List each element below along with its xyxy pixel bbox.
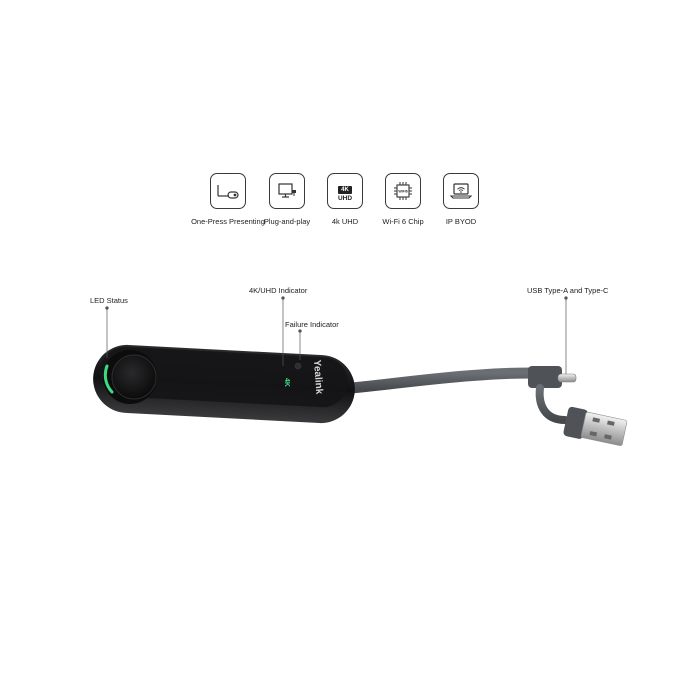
- feature-row: One-Press Presenting Plug-and-play 4K UH…: [0, 0, 700, 240]
- uhd-indicator-label: 4K/UHD Indicator: [249, 286, 308, 295]
- brand-logo: Yealink: [311, 359, 324, 395]
- main-cable: [324, 367, 540, 396]
- chip-text: WIFI6: [398, 189, 407, 193]
- feature-ip-byod: IP BYOD: [416, 173, 506, 226]
- feature-label: 4k UHD: [331, 217, 359, 226]
- monitor-plug-icon: [269, 173, 305, 209]
- led-status-label: LED Status: [90, 296, 128, 305]
- usb-c-plug: [557, 373, 577, 383]
- usb-label: USB Type-A and Type-C: [527, 286, 609, 295]
- wifi-chip-icon: WIFI6: [385, 173, 421, 209]
- failure-indicator-label: Failure Indicator: [285, 320, 339, 329]
- usb-a-connector: [563, 406, 628, 446]
- branch-cable: [535, 384, 569, 424]
- feature-label: Wi-Fi 6 Chip: [382, 217, 424, 226]
- laptop-wifi-icon: [443, 173, 479, 209]
- uhd-text: UHD: [337, 195, 353, 203]
- 4k-indicator-led: 4K: [283, 378, 290, 387]
- dongle-top-surface: [100, 346, 348, 408]
- 4k-uhd-icon: 4K UHD: [327, 173, 363, 209]
- dongle-present-icon: [210, 173, 246, 209]
- usb-a-plug: [580, 411, 628, 446]
- feature-wifi6-chip: WIFI6 Wi-Fi 6 Chip: [358, 173, 448, 226]
- feature-one-press-presenting: One-Press Presenting: [183, 173, 273, 226]
- feature-label: Plug-and-play: [263, 217, 311, 226]
- 4k-badge: 4K: [338, 186, 352, 195]
- feature-label: One-Press Presenting: [191, 217, 265, 226]
- failure-indicator-led: [294, 362, 302, 370]
- usb-c-connector-housing: [528, 366, 562, 388]
- feature-plug-and-play: Plug-and-play: [242, 173, 332, 226]
- feature-4k-uhd: 4K UHD 4k UHD: [300, 173, 390, 226]
- feature-label: IP BYOD: [445, 217, 477, 226]
- led-ring: [103, 364, 114, 394]
- present-button: [111, 354, 157, 400]
